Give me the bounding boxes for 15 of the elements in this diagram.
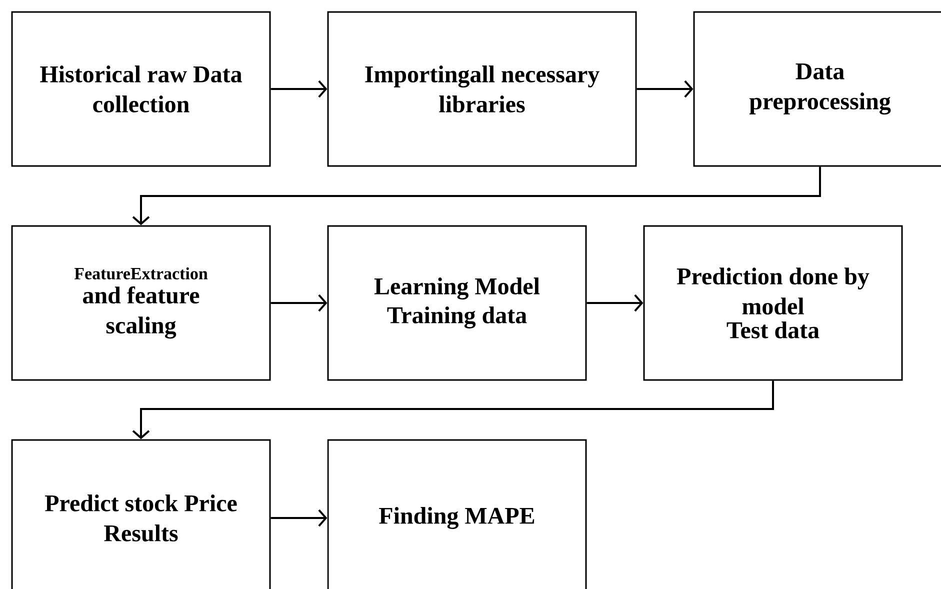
process-box: FeatureExtraction and feature scaling [11,225,271,381]
elbow-arrow [132,380,774,440]
arrow [270,509,328,527]
arrow [270,80,328,98]
process-box: Historical raw Data collection [11,11,271,167]
arrow [636,80,694,98]
elbow-arrow [132,166,821,226]
process-box: Prediction done by model Test data [643,225,903,381]
process-box: Data preprocessing [693,11,941,167]
process-box: Predict stock Price Results [11,439,271,589]
arrow [586,294,644,312]
process-box: Finding MAPE [327,439,587,589]
process-box: Learning Model Training data [327,225,587,381]
arrow [270,294,328,312]
process-box: Importingall necessary libraries [327,11,637,167]
